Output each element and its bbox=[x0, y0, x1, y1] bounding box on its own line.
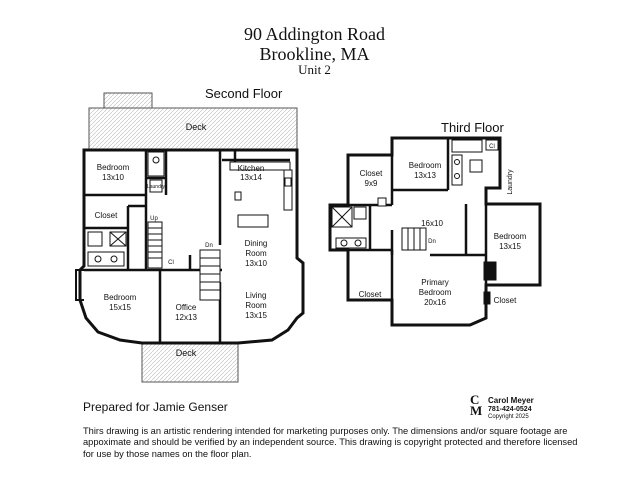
living-size: 13x15 bbox=[245, 311, 267, 320]
deck-top-stair bbox=[103, 92, 153, 109]
prepared-for: Prepared for Jamie Genser bbox=[83, 400, 228, 414]
bedroom1-size: 13x10 bbox=[102, 173, 124, 182]
office-name: Office bbox=[176, 303, 197, 312]
brand-name: Carol Meyer bbox=[488, 396, 534, 405]
laundry-label: Laundry bbox=[147, 184, 166, 190]
dining-size: 13x10 bbox=[245, 259, 267, 268]
bedroom2-size: 15x15 bbox=[109, 303, 131, 312]
bedroom-b-size: 13x15 bbox=[499, 242, 521, 251]
closet-label: Closet bbox=[95, 211, 118, 220]
second-floor-plan: Deck Bedroom 13x10 Laundry Closet Up Kit… bbox=[75, 92, 305, 383]
address-line1: 90 Addington Road bbox=[243, 24, 385, 44]
closet-c-label: Closet bbox=[494, 296, 517, 305]
bedroom-a-size: 13x13 bbox=[414, 171, 436, 180]
disclaimer-text: Thirs drawing is an artistic rendering i… bbox=[83, 426, 578, 459]
hall-size: 16x10 bbox=[421, 219, 443, 228]
office-size: 12x13 bbox=[175, 313, 197, 322]
third-cl-label: Cl bbox=[489, 144, 495, 150]
bedroom-bay bbox=[75, 269, 84, 301]
bedroom1-name: Bedroom bbox=[97, 163, 130, 172]
dn-label: Dn bbox=[205, 243, 213, 249]
address-line2: Brookline, MA bbox=[259, 44, 370, 64]
third-floor-plan: Closet 9x9 Bedroom 13x13 Cl Laundry 16x1… bbox=[328, 136, 542, 327]
closet-b-label: Closet bbox=[359, 290, 382, 299]
dining-name-line2: Room bbox=[245, 249, 267, 258]
third-floor-fixtures bbox=[331, 139, 499, 305]
cl-label: Cl bbox=[168, 260, 174, 266]
third-floor-label: Third Floor bbox=[441, 120, 504, 135]
deck-top-label: Deck bbox=[186, 122, 207, 132]
unit-label: Unit 2 bbox=[298, 62, 331, 77]
deck-bottom-label: Deck bbox=[176, 348, 197, 358]
brand-phone: 781-424-0524 bbox=[488, 406, 532, 413]
second-floor-fixtures bbox=[87, 151, 293, 301]
third-laundry-label: Laundry bbox=[507, 169, 514, 195]
bedroom-b-name: Bedroom bbox=[494, 232, 527, 241]
primary-name-line2: Bedroom bbox=[419, 288, 452, 297]
kitchen-size: 13x14 bbox=[240, 173, 262, 182]
closet-a-name: Closet bbox=[360, 169, 383, 178]
third-dn-label: Dn bbox=[428, 239, 436, 245]
bedroom-a-name: Bedroom bbox=[409, 161, 442, 170]
living-name-line2: Room bbox=[245, 301, 267, 310]
second-floor-label: Second Floor bbox=[205, 86, 283, 101]
kitchen-name: Kitchen bbox=[238, 164, 265, 173]
primary-name-line1: Primary bbox=[421, 278, 449, 287]
primary-size: 20x16 bbox=[424, 298, 446, 307]
dining-name-line1: Dining bbox=[245, 239, 268, 248]
bedroom2-name: Bedroom bbox=[104, 293, 137, 302]
second-floor-interior-walls bbox=[84, 150, 290, 343]
closet-a-size: 9x9 bbox=[365, 179, 378, 188]
living-name-line1: Living bbox=[246, 291, 267, 300]
second-floor-outer-wall bbox=[78, 148, 305, 345]
brand-copyright: Copyright 2025 bbox=[488, 414, 529, 420]
up-label: Up bbox=[150, 216, 158, 222]
